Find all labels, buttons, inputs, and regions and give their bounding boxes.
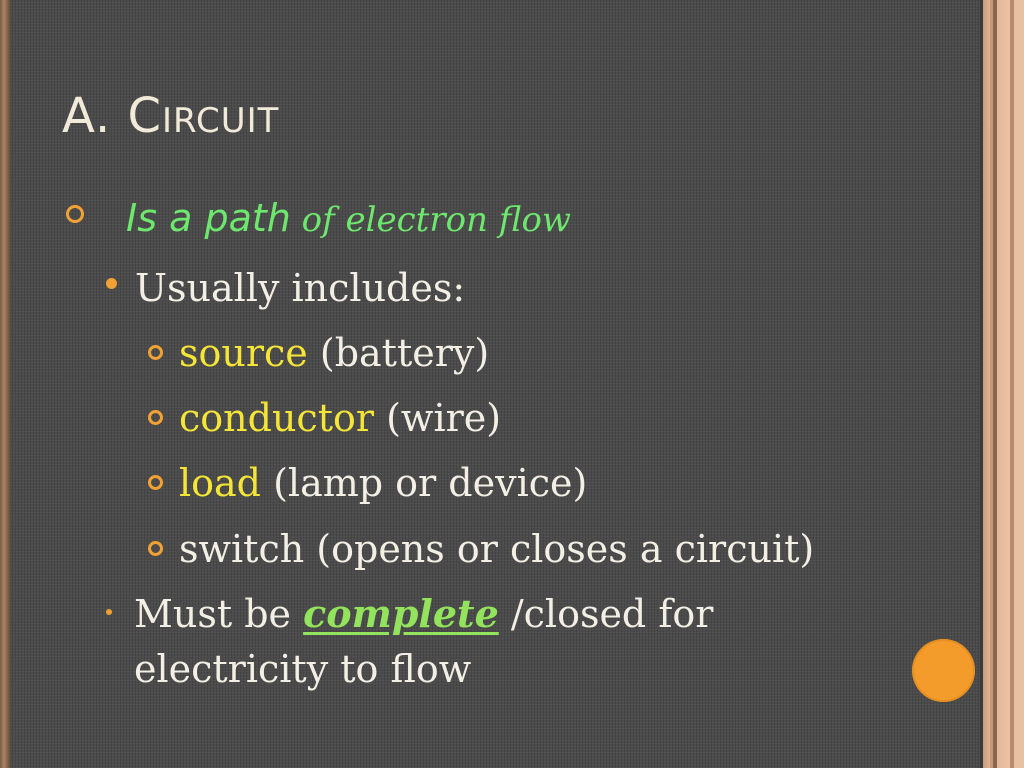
ring-bullet-icon [148,541,163,556]
item-rest: (lamp or device) [261,461,588,505]
list-item-load: load (lamp or device) [148,461,587,505]
small-dot-bullet-icon [106,609,112,615]
bullet-usually: Usually includes: [106,266,465,310]
complete-emphasis: complete [303,591,499,636]
dot-bullet-icon [106,278,117,289]
item-rest: switch (opens or closes a circuit) [179,527,815,571]
ring-bullet-icon [148,475,163,490]
must-line2: electricity to flow [134,647,471,691]
must-after: /closed for [498,592,714,636]
must-before: Must be [134,592,304,636]
item-keyword: conductor [179,396,375,440]
title-rest: IRCUIT [162,101,280,141]
usually-text: Usually includes: [135,266,466,310]
ring-bullet-icon [148,345,163,360]
orange-circle-decoration [912,639,975,702]
list-item-source: source (battery) [148,331,489,375]
level1-text-a: Is a path [126,196,291,240]
ring-bullet-icon [66,205,84,223]
bullet-must-be-complete: Must be complete /closed for [106,591,713,636]
item-rest: (wire) [374,396,502,440]
ring-bullet-icon [148,410,163,425]
title-first: A. C [62,88,163,144]
bullet-level1: Is a path of electron flow [66,196,571,240]
item-keyword: source [179,331,308,375]
right-border-decoration [980,0,1024,768]
level1-text-b: of electron flow [290,200,572,240]
item-keyword: load [179,461,262,505]
left-border-decoration [0,0,10,768]
list-item-conductor: conductor (wire) [148,396,501,440]
item-rest: (battery) [307,331,490,375]
list-item-switch: switch (opens or closes a circuit) [148,527,814,571]
slide-title: A. CIRCUIT [62,88,279,144]
must-line2-text: electricity to flow [134,647,472,691]
